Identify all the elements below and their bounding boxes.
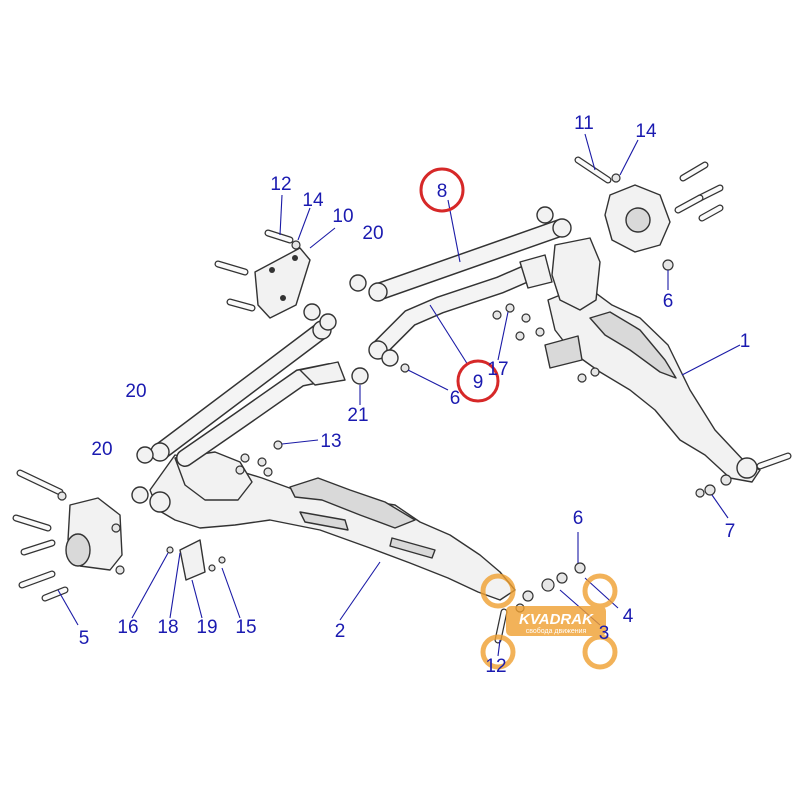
callout-3: 3 [599,623,610,644]
callout-14-right: 14 [635,121,657,142]
callouts: 1 2 3 4 5 6 6 6 7 8 9 10 11 12 12 13 14 … [79,113,751,677]
highlight-ring-8 [419,167,465,213]
callout-19: 19 [196,617,217,638]
lower-control-arm-left [176,361,346,467]
callout-21: 21 [347,405,368,426]
upper-control-rod-left [150,320,332,462]
brake-caliper-right [604,184,671,253]
callout-8: 8 [437,181,448,202]
right-trailing-arm [547,237,761,483]
bolts [12,156,792,644]
watermark-tagline: свобода движения [526,627,587,635]
mounting-bracket-plate [254,247,311,319]
small-plates [179,335,583,581]
watermark-brand: KVADRAK [519,611,594,628]
callout-7: 7 [725,521,736,542]
callout-13: 13 [320,431,341,452]
callout-10: 10 [332,206,353,227]
callout-14-left: 14 [302,190,324,211]
callout-6-right: 6 [663,291,674,312]
callout-2: 2 [335,621,346,642]
callout-1: 1 [740,331,751,352]
callout-5: 5 [79,628,90,649]
callout-17: 17 [487,359,508,380]
lower-control-arm-right [368,254,553,360]
bushings [131,206,554,504]
callout-6-center: 6 [450,388,461,409]
brand-watermark: KVADRAK свобода движения [480,573,618,670]
callout-16: 16 [117,617,138,638]
wheel-hub-left [65,497,123,571]
callout-20-low: 20 [91,439,112,460]
upper-control-rod-right [368,218,572,302]
callout-15: 15 [235,617,256,638]
callout-12-top: 12 [270,174,291,195]
watermark-badge [506,606,606,636]
callout-6-bottom: 6 [573,508,584,529]
callout-4: 4 [623,606,634,627]
callout-20-top: 20 [362,223,383,244]
callout-18: 18 [157,617,178,638]
callout-12-bottom: 12 [485,656,506,677]
callout-9: 9 [473,372,484,393]
callout-20-mid: 20 [125,381,146,402]
highlight-ring-9 [456,359,500,403]
left-trailing-arm [149,451,516,601]
nuts-and-washers [57,173,732,613]
callout-11: 11 [574,113,594,134]
